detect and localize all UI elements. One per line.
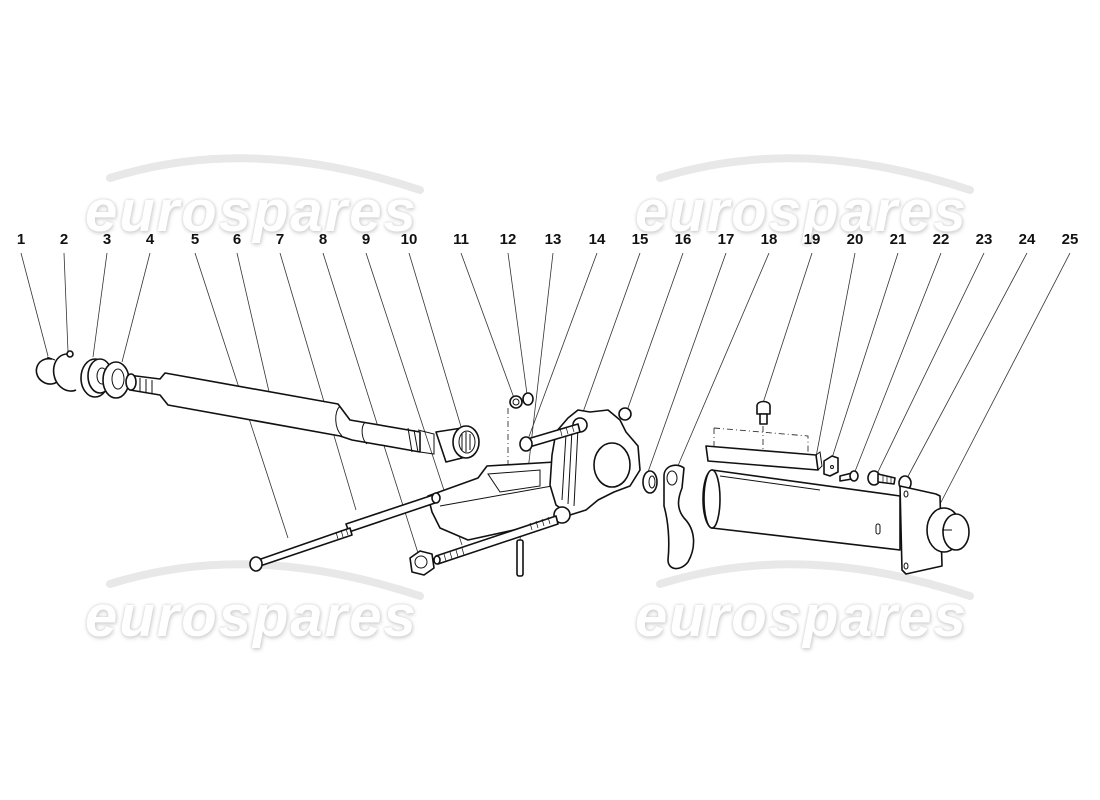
callout-13[interactable]: 13: [544, 231, 562, 248]
part-12-nut: [509, 392, 534, 409]
part-7-spacer-rod: [345, 492, 441, 533]
assembly-axis-19: [713, 426, 809, 456]
callout-10[interactable]: 10: [400, 231, 418, 248]
callout-7[interactable]: 7: [275, 231, 285, 248]
callout-5[interactable]: 5: [190, 231, 200, 248]
callout-14[interactable]: 14: [588, 231, 606, 248]
part-18-release-lever: [663, 464, 695, 570]
callout-25[interactable]: 25: [1061, 231, 1079, 248]
part-21-clamp-block: [823, 455, 839, 477]
callout-6[interactable]: 6: [232, 231, 242, 248]
part-25-column-tube: [702, 469, 970, 575]
callout-8[interactable]: 8: [318, 231, 328, 248]
part-5-long-bolt: [249, 527, 353, 572]
callout-2[interactable]: 2: [59, 231, 69, 248]
callout-20[interactable]: 20: [846, 231, 864, 248]
callout-16[interactable]: 16: [674, 231, 692, 248]
part-15-adjuster-housing: [549, 409, 641, 524]
part-13-pin: [516, 539, 524, 577]
callout-15[interactable]: 15: [631, 231, 649, 248]
part-9-threaded-stud: [433, 515, 559, 565]
part-17-washer: [642, 470, 658, 494]
callout-17[interactable]: 17: [717, 231, 735, 248]
callout-9[interactable]: 9: [361, 231, 371, 248]
callout-12[interactable]: 12: [499, 231, 517, 248]
callout-22[interactable]: 22: [932, 231, 950, 248]
part-6-steering-shaft: [125, 372, 435, 455]
callout-3[interactable]: 3: [102, 231, 112, 248]
part-19-cap-screw: [756, 400, 771, 425]
callout-11[interactable]: 11: [453, 231, 469, 248]
part-2-snap-ring: [52, 350, 77, 392]
part-4-seal-ring: [102, 361, 130, 399]
part-10-needle-bearing: [435, 425, 480, 463]
part-22-small-screw: [839, 470, 859, 482]
callout-19[interactable]: 19: [803, 231, 821, 248]
part-8-nut: [409, 550, 435, 576]
callout-4[interactable]: 4: [145, 231, 155, 248]
part-23-hex-bolt: [867, 470, 896, 486]
part-16-grub-nut: [618, 407, 632, 421]
callout-1[interactable]: 1: [16, 231, 26, 248]
part-14-bolt: [519, 423, 581, 452]
part-20-guide-bar: [705, 445, 823, 471]
part-1-circlip: [35, 356, 59, 385]
callout-24[interactable]: 24: [1018, 231, 1036, 248]
callout-21[interactable]: 21: [889, 231, 907, 248]
callout-23[interactable]: 23: [975, 231, 993, 248]
callout-18[interactable]: 18: [760, 231, 778, 248]
leader-lines: [20, 252, 1071, 554]
